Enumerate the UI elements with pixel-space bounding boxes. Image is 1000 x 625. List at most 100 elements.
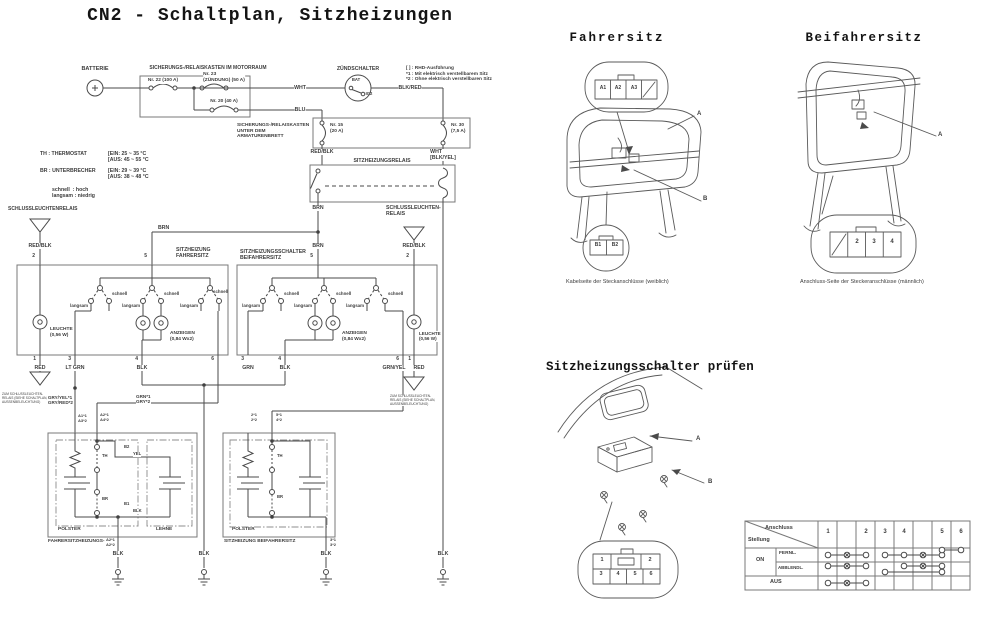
conn-b2-cell-label: B2 [611, 242, 619, 248]
heizung-schalter-right-label: SITZHEIZUNGSSCHALTER BEIFAHRERSITZ [240, 249, 306, 262]
terminal-circle [881, 568, 889, 576]
table-col6-label: 6 [959, 529, 963, 535]
fuse22-label: Nr. 22 (100 A) [147, 78, 179, 84]
table-col1-label: 1 [826, 529, 830, 535]
schnell-4-label: schnell [284, 291, 300, 296]
seat-b-left-label: B [703, 196, 708, 204]
schnell-2-label: schnell [164, 291, 180, 296]
junction-cross-icon [844, 552, 850, 558]
grn-gry-wire-label: GRN*1 GRY*2 [136, 394, 151, 405]
blk-right-wire-label: BLK [279, 365, 291, 372]
table-col4-label: 4 [902, 529, 906, 535]
variant-notes: [ ] : RHD-Ausführung *1 : Mit elektrisch… [406, 66, 492, 83]
gryyel-wire-label: GRY/YEL*1 GRY/RED*2 [47, 395, 73, 406]
caption-left: Kabelseite der Steckanschlüsse (weiblich… [566, 279, 669, 285]
pin4-left-label: 4 [135, 356, 138, 363]
conn-a1-cell-label: A1 [599, 85, 607, 91]
heizung-schalter-left-label: SITZHEIZUNG FAHRERSITZ [176, 247, 211, 260]
passenger-switch-box [236, 264, 438, 356]
grnyel-wire-label: GRN/YEL [382, 365, 406, 372]
heater-right-name: SITZHEIZUNG BEIFAHRERSITZ [224, 539, 296, 545]
footnote-right: ZUM SCHLUSSLEUCHTEN- RELAIS (SIEHE SCHAL… [390, 394, 436, 407]
table-on-label: ON [756, 557, 765, 563]
fuse20-label: Nr. 20 (40 A) [210, 99, 238, 105]
polster-left-label: POLSTER [58, 527, 81, 533]
red-left-wire-label: RED [34, 365, 46, 372]
unterbrecher-values: [EIN: 29 ~ 39 °C [AUS: 38 ~ 48 °C [108, 168, 149, 181]
leuchte-right-label: LEUCHTE (0,56 W) [419, 331, 441, 342]
br-left-label: BR [102, 496, 109, 502]
pin-2-2-label: 2*1 2*2 [251, 412, 258, 423]
table-diagonal [744, 520, 819, 549]
speed-legend: schnell : hoch langsam : niedrig [52, 187, 95, 200]
conn-s6-label: 6 [649, 571, 653, 577]
langsam-6-label: langsam [346, 303, 364, 308]
terminal-circle [881, 551, 889, 559]
schnell-6-label: schnell [388, 291, 404, 296]
switch-connector-balloon [577, 540, 679, 599]
th-left-label: TH [102, 453, 108, 459]
lehne-label: LEHNE [156, 527, 173, 533]
pin-5-4-label: 5*1 4*2 [276, 412, 283, 423]
seat-a-left-label: A [697, 111, 702, 119]
junction-cross-icon [920, 552, 926, 558]
dash-fuse-box [312, 117, 471, 149]
pin-3-3-label: 3*1 3*2 [330, 537, 337, 548]
langsam-3-label: langsam [180, 303, 198, 308]
seat-a-right-label: A [938, 132, 943, 140]
driver-switch-internals [32, 265, 222, 355]
anzeigen-left-label: ANZEIGEN (0,84 Wx2) [170, 331, 195, 343]
page-title: CN2 - Schaltplan, Sitzheizungen [87, 6, 453, 26]
table-stellung-label: Stellung [748, 537, 770, 543]
junction-cross-icon [844, 563, 850, 569]
conn-b1-cell-label: B1 [594, 242, 602, 248]
brn-relay-label: BRN [312, 205, 324, 212]
blocked-cavity-slash [642, 81, 656, 98]
redblk-fuse15-label: RED/BLK [310, 149, 334, 156]
schnell-3-label: schnell [213, 289, 229, 294]
junction-cross-icon [844, 580, 850, 586]
beifahrersitz-heading: Beifahrersitz [805, 31, 923, 45]
conn-s1-label: 1 [600, 557, 604, 563]
caption-right: Anschluss-Seite der Steckeranschlüsse (m… [800, 279, 924, 285]
pin1-left-label: 1 [33, 356, 36, 363]
footnote-left: ZUM SCHLUSSLEUCHTEN- RELAIS (SIEHE SCHAL… [2, 392, 48, 405]
conn-2-cell-label: 2 [855, 239, 859, 245]
terminal-circle [862, 579, 870, 587]
pin2-right-label: 2 [406, 253, 409, 260]
brn-pin5-label: BRN [312, 243, 324, 250]
whtblkyel-wire-label: WHT [BLK/YEL] [430, 149, 456, 162]
fuse15-label: Nr. 15 (20 A) [330, 123, 344, 135]
driver-heater-box [47, 432, 198, 586]
switch-b-label: B [708, 479, 713, 487]
br-right-label: BR [277, 494, 284, 500]
passenger-connector-balloon [810, 214, 917, 274]
terminal-circle [862, 551, 870, 559]
driver-switch-box [16, 264, 229, 356]
pruefen-heading: Sitzheizungsschalter prüfen [546, 360, 754, 374]
bat-terminal-label: BAT [351, 77, 361, 82]
terminal-circle [862, 562, 870, 570]
schlussleuchtenrelais-left-label: SCHLUSSLEUCHTENRELAIS [8, 206, 78, 213]
ignition-switch-icon [344, 74, 372, 102]
conn-s2-label: 2 [648, 557, 652, 563]
pin1-right-label: 1 [408, 356, 411, 363]
ltgrn-wire-label: LT GRN [65, 365, 85, 372]
pin4-right-label: 4 [278, 356, 281, 363]
batterie-label: BATTERIE [81, 66, 109, 73]
switch-test-illustration [557, 366, 705, 599]
fusebox2-label: SICHERUNGS-/RELAISKASTEN UNTER DEM ARMAT… [237, 123, 310, 140]
langsam-4-label: langsam [242, 303, 260, 308]
table-fernl-label: FERNL. [779, 551, 797, 556]
pin6-left-label: 6 [211, 356, 214, 363]
blk-gnd2-label: BLK [198, 551, 210, 558]
table-abblendl-label: ABBLENDL. [778, 565, 804, 570]
fahrersitz-heading: Fahrersitz [569, 31, 665, 45]
polster-right-label: POLSTER [232, 527, 255, 533]
table-col3-label: 3 [883, 529, 887, 535]
redblk-right-label: RED/BLK [402, 243, 426, 250]
continuity-connections [824, 546, 965, 587]
unterbrecher-label: BR : UNTERBRECHER [40, 168, 96, 175]
driver-seat-illustration [566, 61, 702, 272]
